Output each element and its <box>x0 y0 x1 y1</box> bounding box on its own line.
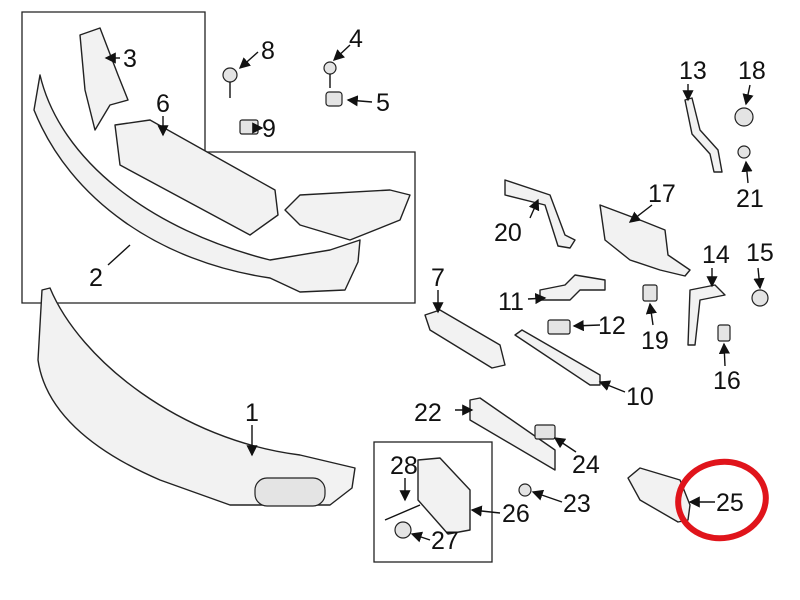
part-25-shape <box>627 467 691 523</box>
part-24-shape <box>534 424 556 440</box>
callout-28: 28 <box>390 452 418 480</box>
part-17-shape <box>599 204 691 277</box>
callout-3: 3 <box>123 45 137 73</box>
callout-20: 20 <box>494 219 522 247</box>
callout-1: 1 <box>245 399 259 427</box>
part-13-shape <box>684 97 723 173</box>
part-9-shape <box>239 119 259 135</box>
part-2-shape <box>33 74 361 293</box>
leader-lines <box>104 44 765 543</box>
highlight-circle <box>675 458 769 542</box>
callout-12: 12 <box>598 312 626 340</box>
callout-22: 22 <box>414 399 442 427</box>
inset-box <box>21 11 416 304</box>
part-8-shape <box>222 67 238 83</box>
part-16-shape <box>717 324 731 342</box>
callout-15: 15 <box>746 239 774 267</box>
part-11-shape <box>539 274 606 301</box>
callout-9: 9 <box>262 115 276 143</box>
part-20-shape <box>504 179 576 249</box>
callout-16: 16 <box>713 367 741 395</box>
part-19-shape <box>642 284 658 302</box>
callout-8: 8 <box>261 37 275 65</box>
fog-lamp-opening <box>254 477 326 507</box>
part-22-shape <box>469 397 556 471</box>
callout-23: 23 <box>563 490 591 518</box>
part-1-shape <box>37 287 356 506</box>
callout-6: 6 <box>156 90 170 118</box>
part-26-shape <box>417 457 471 535</box>
part-3-shape <box>79 27 129 131</box>
part-4-shape <box>323 61 337 75</box>
callout-11: 11 <box>498 288 524 316</box>
part-10-shape <box>514 329 601 386</box>
license-box <box>373 441 493 563</box>
callout-labels: 1 2 3 4 5 6 7 8 9 10 11 12 13 14 15 16 1… <box>89 25 774 555</box>
part-21-shape <box>737 145 751 159</box>
deflector-shape <box>284 189 411 241</box>
part-6-shape <box>114 119 279 236</box>
callout-14: 14 <box>702 241 730 269</box>
callout-25: 25 <box>716 489 744 517</box>
callout-5: 5 <box>376 89 390 117</box>
part-7-shape <box>424 309 506 369</box>
callout-24: 24 <box>572 451 600 479</box>
part-15-shape <box>751 289 769 307</box>
callout-13: 13 <box>679 57 707 85</box>
part-12-shape <box>547 319 571 335</box>
part-5-shape <box>325 91 343 107</box>
callout-10: 10 <box>626 383 654 411</box>
part-27-shape <box>394 521 412 539</box>
part-23-shape <box>518 483 532 497</box>
part-18-shape <box>734 107 754 127</box>
callout-18: 18 <box>738 57 766 85</box>
callout-17: 17 <box>648 180 676 208</box>
callout-2: 2 <box>89 264 103 292</box>
callout-21: 21 <box>736 185 764 213</box>
callout-26: 26 <box>502 500 530 528</box>
callout-4: 4 <box>349 25 363 53</box>
callout-7: 7 <box>431 264 445 292</box>
callout-19: 19 <box>641 327 669 355</box>
callout-27: 27 <box>431 527 459 555</box>
